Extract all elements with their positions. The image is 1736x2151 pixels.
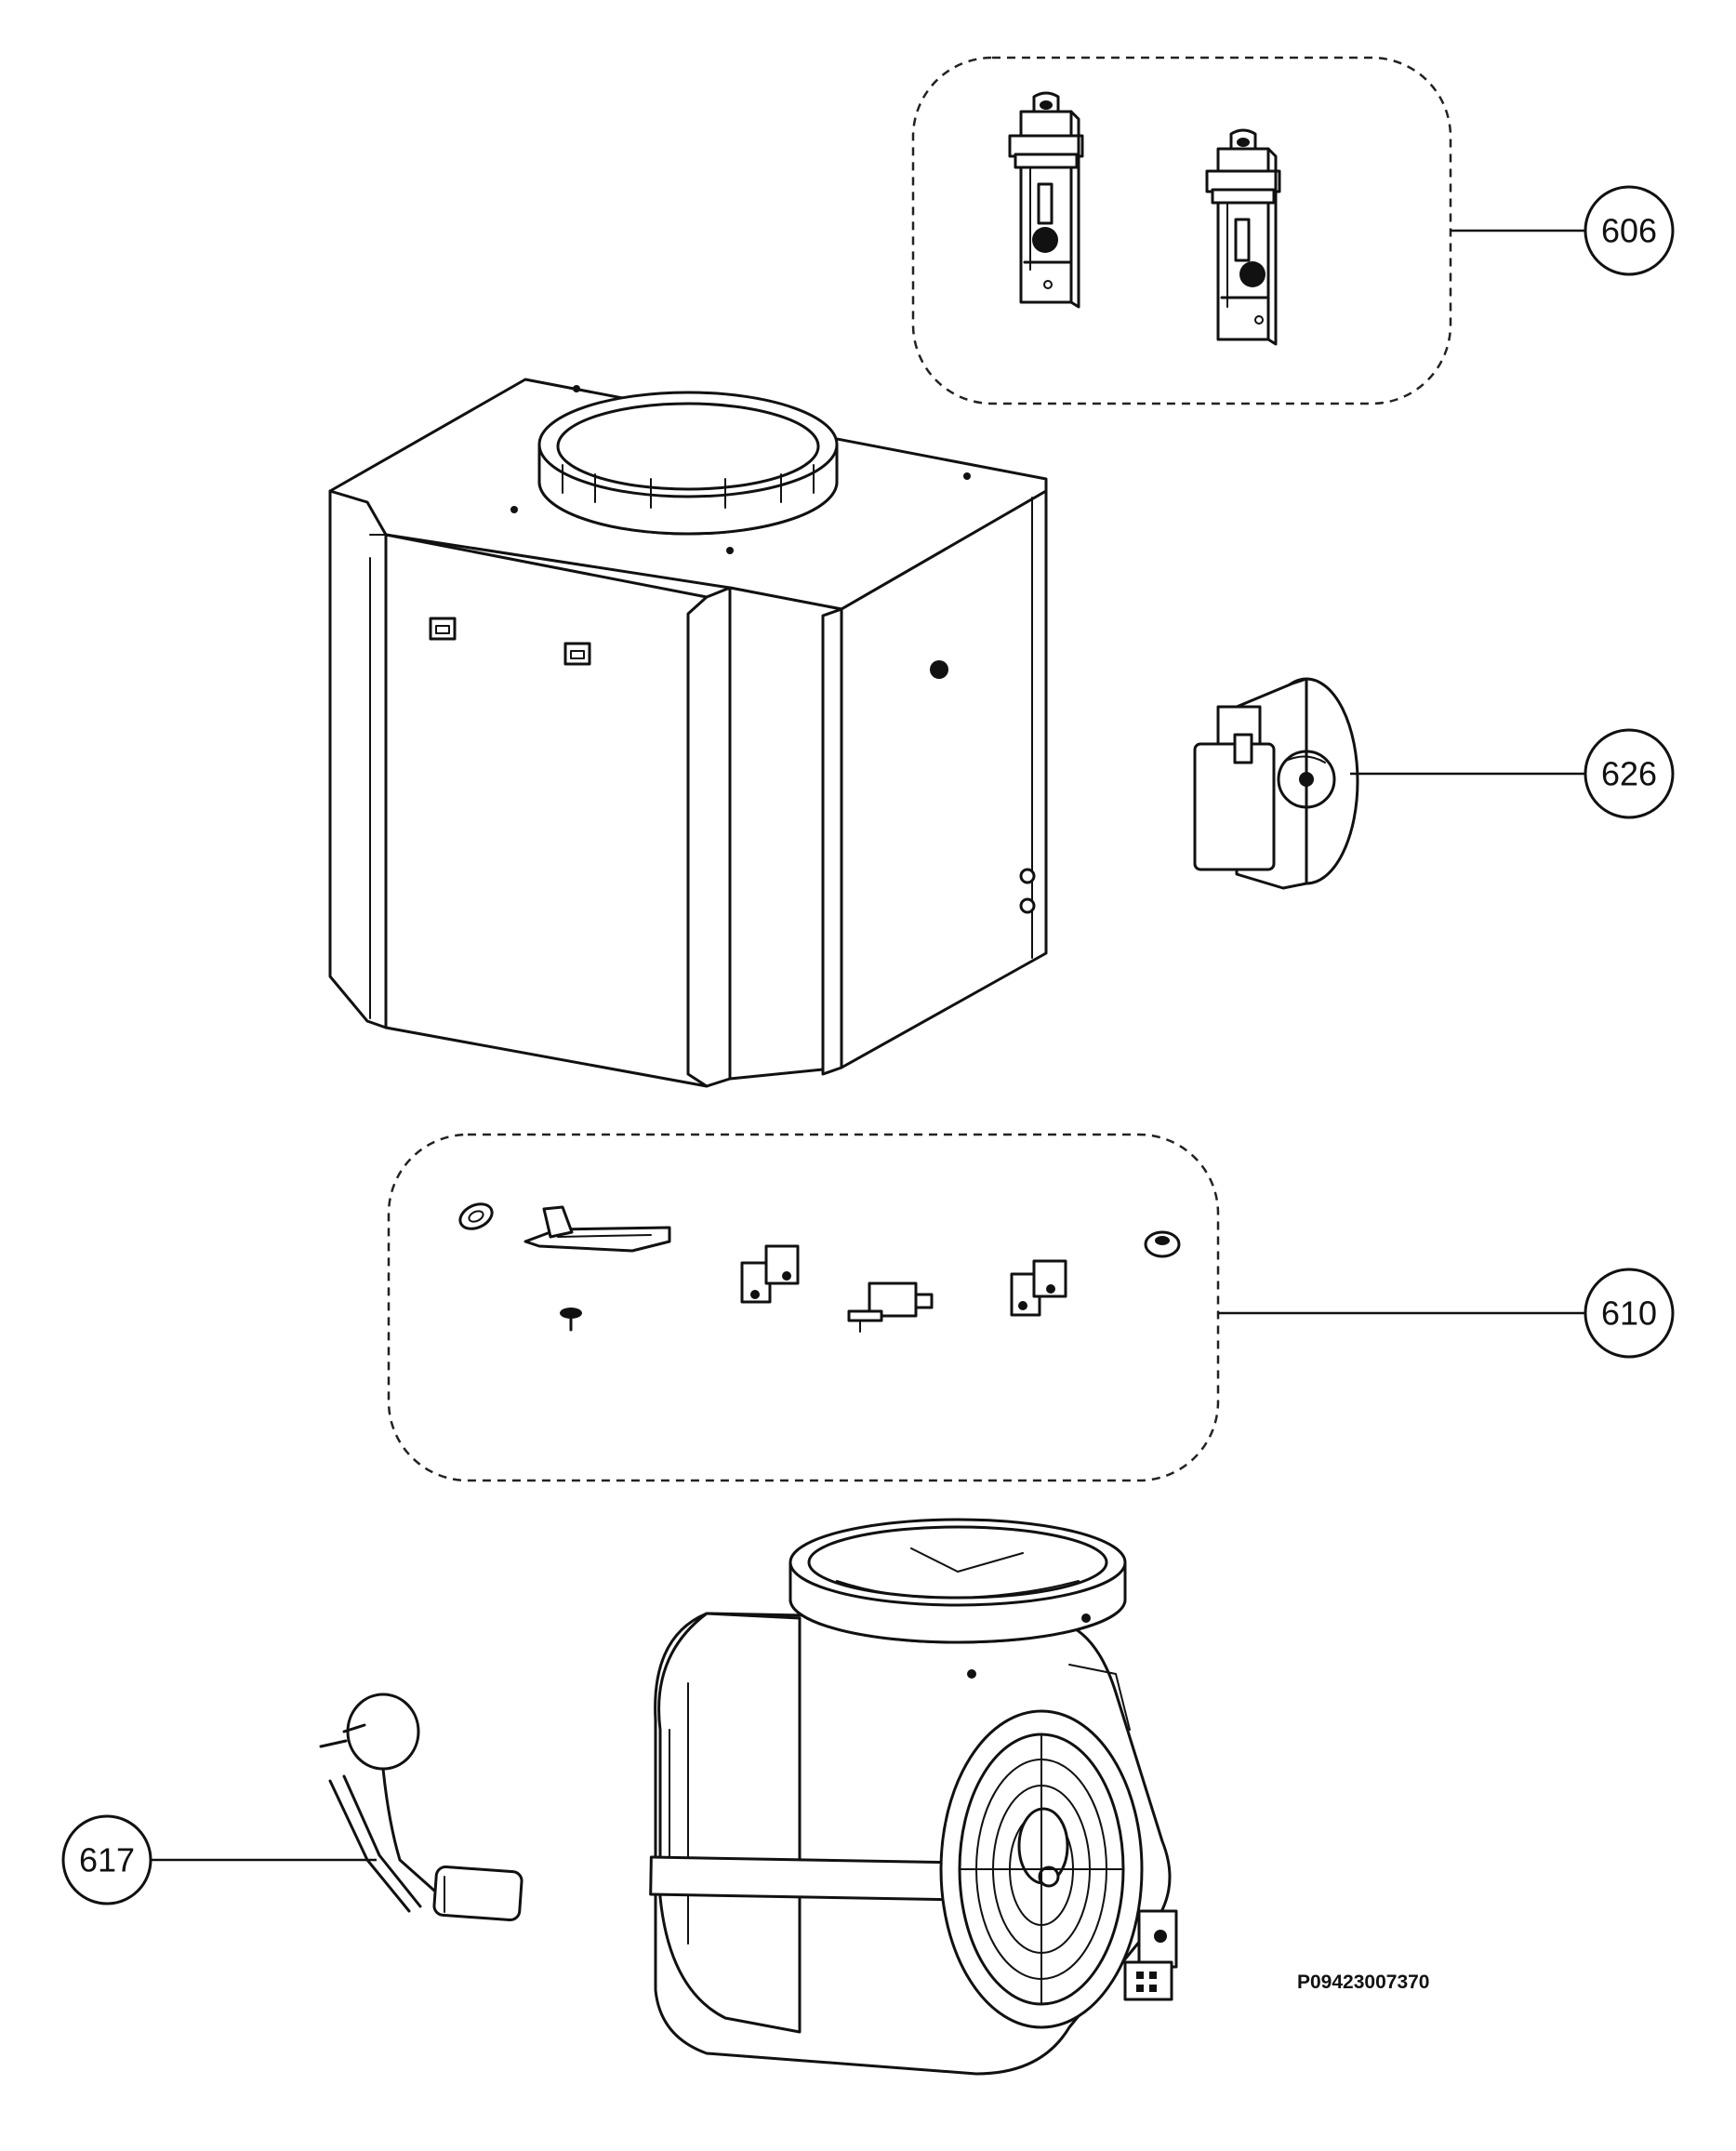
group-outline-606: [911, 56, 1452, 405]
power-cable-617[interactable]: 617: [61, 1693, 523, 1921]
blower-fan-unit[interactable]: [649, 1518, 1178, 2076]
switch-part-center[interactable]: [847, 1281, 934, 1333]
bracket-group-606: 606: [911, 56, 1675, 405]
lever-bracket-part[interactable]: [523, 1205, 671, 1253]
group-outline-610: [387, 1133, 1220, 1482]
callout-626[interactable]: 626: [1584, 728, 1675, 819]
switch-bracket-part-b[interactable]: [1010, 1259, 1067, 1317]
mounting-bracket-left[interactable]: [1008, 91, 1084, 309]
fan-grille: [939, 1709, 1144, 2029]
callout-606[interactable]: 606: [1584, 185, 1675, 276]
motor-module-626[interactable]: 626: [1193, 677, 1675, 890]
outlet-collar: [537, 391, 839, 536]
mounting-bracket-right[interactable]: [1205, 128, 1281, 346]
clip-part-right[interactable]: [1144, 1230, 1181, 1258]
callout-610[interactable]: 610: [1584, 1268, 1675, 1359]
svg-text:626: 626: [1601, 755, 1657, 793]
drawing-code: P09423007370: [1297, 1972, 1429, 1993]
svg-text:606: 606: [1601, 212, 1657, 250]
svg-text:617: 617: [79, 1841, 135, 1879]
screw-part[interactable]: [560, 1308, 582, 1332]
clip-part-left[interactable]: [457, 1200, 497, 1234]
switch-bracket-part-a[interactable]: [740, 1244, 800, 1304]
hood-housing-box[interactable]: [328, 378, 1048, 1088]
svg-text:610: 610: [1601, 1295, 1657, 1333]
callout-617[interactable]: 617: [61, 1814, 152, 1905]
fixing-parts-group-610: 610: [387, 1133, 1675, 1482]
